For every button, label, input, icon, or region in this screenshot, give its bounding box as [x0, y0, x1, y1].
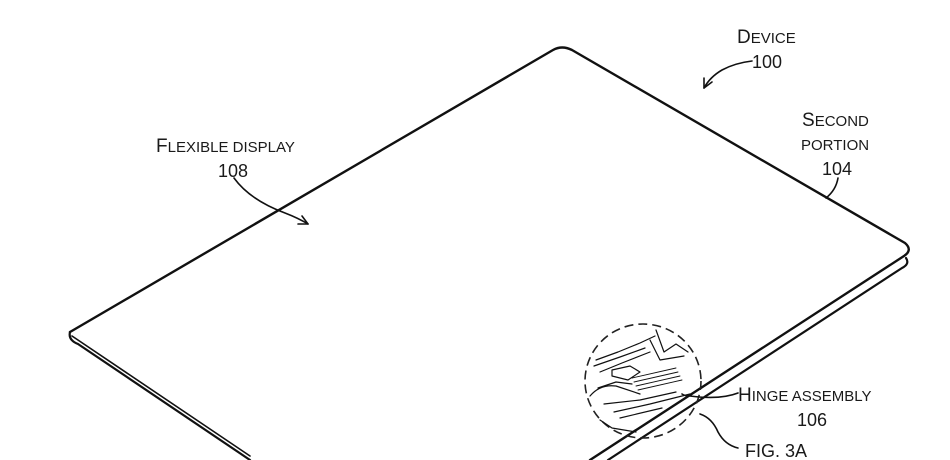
- hinge-assembly-ref-number: 106: [797, 410, 827, 430]
- flexible-display-ref-number: 108: [218, 161, 248, 181]
- second-portion-label-rest: ECOND: [815, 113, 869, 130]
- svg-text:DEVICE: DEVICE: [737, 27, 796, 48]
- label-device: DEVICE 100: [737, 27, 796, 72]
- figure-caption: FIG. 3A: [745, 441, 807, 460]
- hinge-detail-circle: [584, 323, 702, 439]
- hinge-assembly-label-first: H: [738, 385, 752, 406]
- flexible-display-label-rest: LEXIBLE DISPLAY: [168, 139, 295, 156]
- label-hinge-assembly: HINGE ASSEMBLY 106: [738, 385, 872, 430]
- device-ref-number: 100: [752, 52, 782, 72]
- label-second-portion: SECOND PORTION 104: [801, 110, 869, 179]
- svg-text:FLEXIBLE DISPLAY: FLEXIBLE DISPLAY: [156, 136, 295, 157]
- label-flexible-display: FLEXIBLE DISPLAY 108: [156, 136, 295, 181]
- leader-lines: [233, 60, 839, 449]
- svg-text:SECOND: SECOND: [802, 110, 869, 131]
- device-body: [68, 46, 910, 460]
- second-portion-ref-number: 104: [822, 159, 852, 179]
- svg-text:HINGE ASSEMBLY: HINGE ASSEMBLY: [738, 385, 872, 406]
- second-portion-label-line2: PORTION: [801, 137, 869, 154]
- device-label-rest: EVICE: [751, 30, 796, 47]
- hinge-assembly-label-rest: INGE ASSEMBLY: [752, 388, 872, 405]
- flexible-display-label-first: F: [156, 136, 168, 157]
- second-portion-label-first: S: [802, 110, 815, 131]
- device-label-first: D: [737, 27, 751, 48]
